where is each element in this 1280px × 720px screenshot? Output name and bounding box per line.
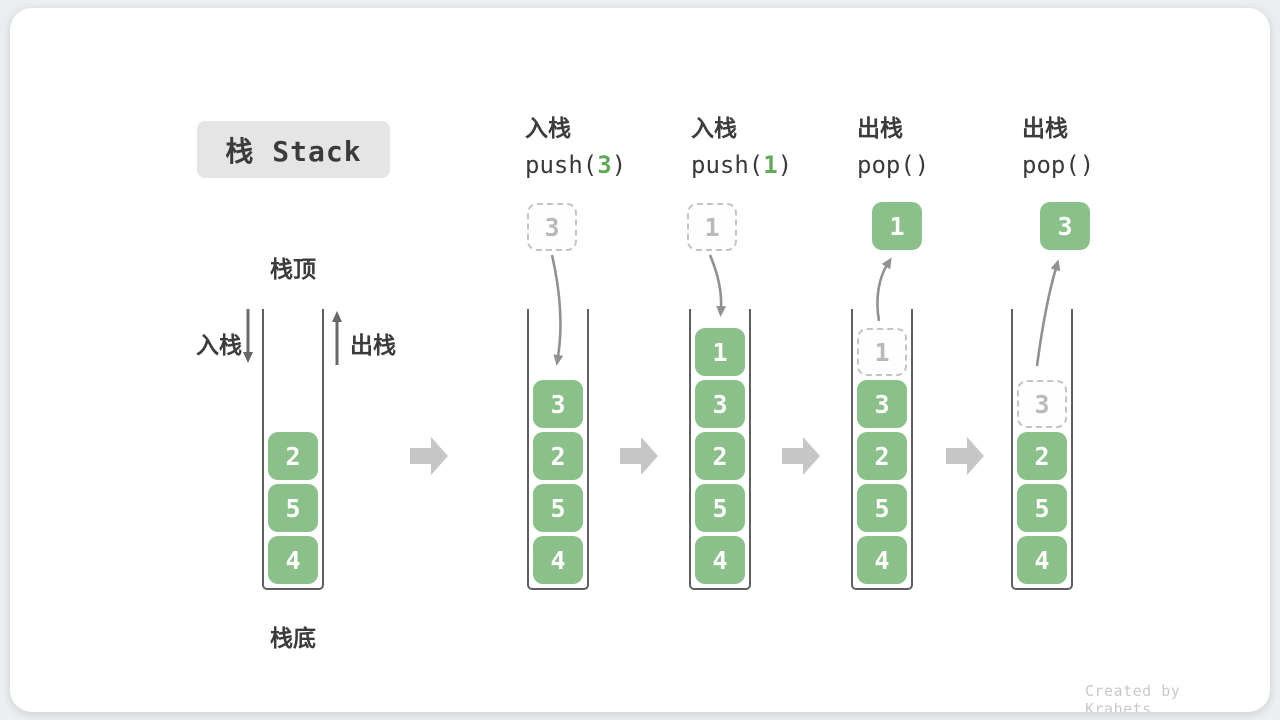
stack-bottom-label: 栈底: [270, 625, 316, 651]
stack-initial: 2 5 4: [262, 309, 324, 590]
stack-block: 2: [695, 432, 745, 480]
operation-arg: 3: [597, 151, 612, 179]
stack-block: 4: [857, 536, 907, 584]
operation-label-pop-second: 出栈 pop(): [1022, 110, 1192, 184]
operation-label-pop-first: 出栈 pop(): [857, 110, 1027, 184]
pop-side-label: 出栈: [350, 332, 396, 358]
title-text: 栈 Stack: [225, 134, 362, 168]
stack-block: 4: [533, 536, 583, 584]
stack-block: 5: [857, 484, 907, 532]
stack-after-push1: 1 3 2 5 4: [689, 309, 751, 590]
push1-curve-arrow-icon: [708, 254, 727, 317]
operation-action: 入栈: [525, 115, 571, 141]
stack-block: 4: [1017, 536, 1067, 584]
stack-top-label: 栈顶: [270, 256, 316, 282]
floating-popped-value-1: 1: [872, 202, 922, 250]
operation-action: 入栈: [691, 115, 737, 141]
floating-push-value-1: 1: [687, 203, 737, 251]
flow-arrow-icon: [782, 437, 820, 475]
push-side-label: 入栈: [196, 332, 242, 358]
flow-arrow-icon: [410, 437, 448, 475]
stack-block: 4: [695, 536, 745, 584]
floating-popped-value-3: 3: [1040, 202, 1090, 250]
stack-block: 4: [268, 536, 318, 584]
title-badge: 栈 Stack: [197, 121, 390, 178]
stack-block: 2: [857, 432, 907, 480]
operation-action: 出栈: [1022, 115, 1068, 141]
operation-code: push(1): [691, 151, 793, 179]
stack-block: 5: [695, 484, 745, 532]
stack-ghost-block: 3: [1017, 380, 1067, 428]
operation-code: pop(): [857, 151, 930, 179]
stack-after-first-pop: 1 3 2 5 4: [851, 309, 913, 590]
stack-block: 2: [533, 432, 583, 480]
stack-block: 3: [857, 380, 907, 428]
flow-arrow-icon: [620, 437, 658, 475]
flow-arrow-icon: [946, 437, 984, 475]
stack-block: 1: [695, 328, 745, 376]
credit-text: Created by Krahets: [1085, 682, 1181, 712]
stack-after-second-pop: 3 2 5 4: [1011, 309, 1073, 590]
operation-code: pop(): [1022, 151, 1095, 179]
stack-block: 5: [1017, 484, 1067, 532]
operation-label-push1: 入栈 push(1): [691, 110, 861, 184]
stack-block: 5: [533, 484, 583, 532]
stack-ghost-block: 1: [857, 328, 907, 376]
stack-block: 5: [268, 484, 318, 532]
stack-block: 2: [268, 432, 318, 480]
operation-action: 出栈: [857, 115, 903, 141]
operation-label-push3: 入栈 push(3): [525, 110, 695, 184]
operation-code: push(3): [525, 151, 627, 179]
diagram-card: 栈 Stack 入栈 push(3) 入栈 push(1) 出栈 pop() 出…: [10, 8, 1270, 712]
stack-block: 2: [1017, 432, 1067, 480]
operation-arg: 1: [763, 151, 778, 179]
stack-after-push3: 3 2 5 4: [527, 309, 589, 590]
stack-block: 3: [533, 380, 583, 428]
floating-push-value-3: 3: [527, 203, 577, 251]
stack-block: 3: [695, 380, 745, 428]
